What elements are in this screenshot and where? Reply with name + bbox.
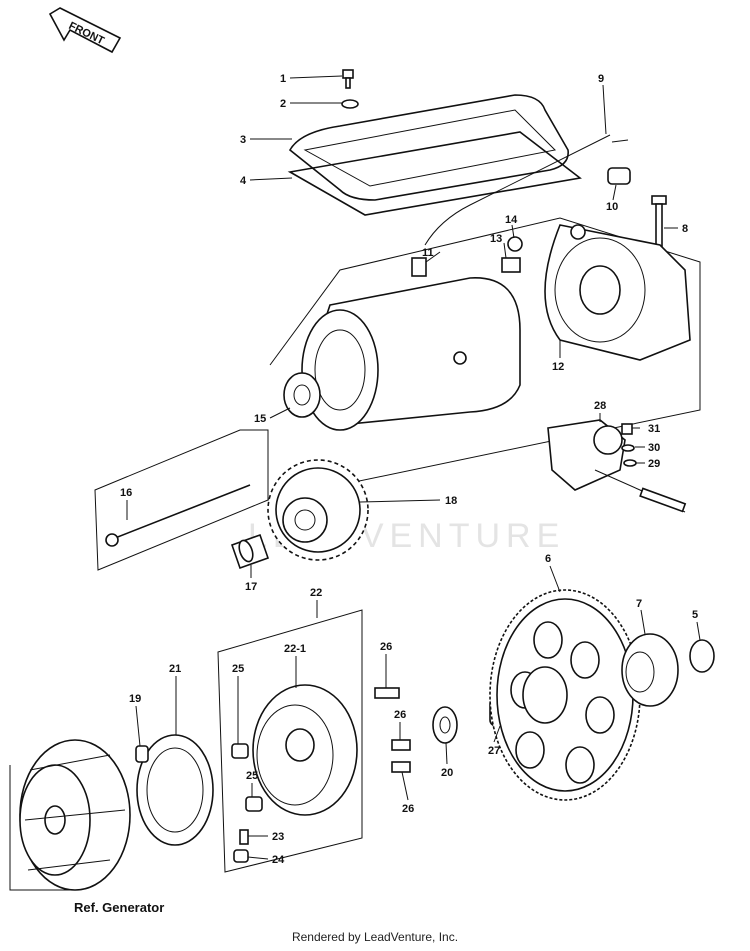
part-30-washer <box>621 444 635 452</box>
part-17-shaft <box>230 533 270 570</box>
part-22-1-starter-clutch <box>252 684 358 816</box>
callout-1: 1 <box>280 73 286 85</box>
part-24-cap <box>233 849 249 863</box>
part-25-roller-upper <box>231 743 249 759</box>
part-19-dowel-pin <box>135 745 149 763</box>
callout-27: 27 <box>488 745 500 757</box>
callout-18: 18 <box>445 495 457 507</box>
part-20-washer <box>432 706 458 744</box>
leader-lines <box>126 75 701 860</box>
callout-10: 10 <box>606 201 618 213</box>
callout-16: 16 <box>120 487 132 499</box>
callout-29: 29 <box>648 458 660 470</box>
callout-7: 7 <box>636 598 642 610</box>
part-9-lead-wire <box>424 134 611 246</box>
callout-26-a: 26 <box>380 641 392 653</box>
front-arrow: FRONT <box>48 7 122 54</box>
callout-25-a: 25 <box>232 663 244 675</box>
part-26-bolt-b <box>391 739 411 751</box>
callout-14: 14 <box>505 214 518 226</box>
part-28-starter-relay <box>547 419 687 513</box>
callout-9: 9 <box>598 73 604 85</box>
part-12-end-cover <box>544 224 691 361</box>
part-26-bolt-a <box>374 687 400 699</box>
footer-credit: Rendered by LeadVenture, Inc. <box>291 930 459 944</box>
callout-17: 17 <box>245 581 257 593</box>
callout-15: 15 <box>254 413 266 425</box>
callout-13: 13 <box>490 233 502 245</box>
group-boundary-clutch <box>217 609 363 873</box>
callout-30: 30 <box>648 442 660 454</box>
ref-generator-label: Ref. Generator <box>74 900 164 915</box>
part-25-roller-lower <box>245 796 263 812</box>
callout-24: 24 <box>272 854 285 866</box>
part-1-screw <box>342 69 354 89</box>
callout-3: 3 <box>240 134 246 146</box>
part-21-gasket <box>136 734 214 846</box>
part-13-brush <box>501 257 521 273</box>
callout-12: 12 <box>552 361 564 373</box>
part-4-gasket <box>287 131 582 216</box>
callout-11: 11 <box>422 247 434 259</box>
callout-25-b: 25 <box>246 770 258 782</box>
callout-31: 31 <box>648 423 660 435</box>
part-7-bearing <box>621 633 679 707</box>
callout-8: 8 <box>682 223 688 235</box>
part-16-through-bolt <box>105 484 251 547</box>
starter-motor <box>283 277 521 431</box>
callout-4: 4 <box>240 175 247 187</box>
callout-22-1: 22-1 <box>284 643 306 655</box>
part-23-spring <box>239 829 249 845</box>
callout-6: 6 <box>545 553 551 565</box>
callout-21: 21 <box>169 663 181 675</box>
part-2-washer <box>341 99 359 109</box>
callout-20: 20 <box>441 767 453 779</box>
callout-22: 22 <box>310 587 322 599</box>
part-18-idle-gear <box>267 459 369 561</box>
callout-26-b: 26 <box>394 709 406 721</box>
part-5-snap-ring <box>689 639 715 673</box>
part-10-boot <box>607 167 631 185</box>
callout-19: 19 <box>129 693 141 705</box>
part-6-starter-gear <box>489 589 641 801</box>
part-29-washer <box>623 459 637 467</box>
callout-28: 28 <box>594 400 606 412</box>
callout-5: 5 <box>692 609 698 621</box>
callout-23: 23 <box>272 831 284 843</box>
part-31-screw <box>621 423 633 435</box>
ref-generator <box>9 739 131 891</box>
callout-26-c: 26 <box>402 803 414 815</box>
group-boundary-starter <box>94 217 701 571</box>
callout-2: 2 <box>280 98 286 110</box>
part-26-bolt-c <box>391 761 411 773</box>
part-14-spring <box>507 236 523 252</box>
